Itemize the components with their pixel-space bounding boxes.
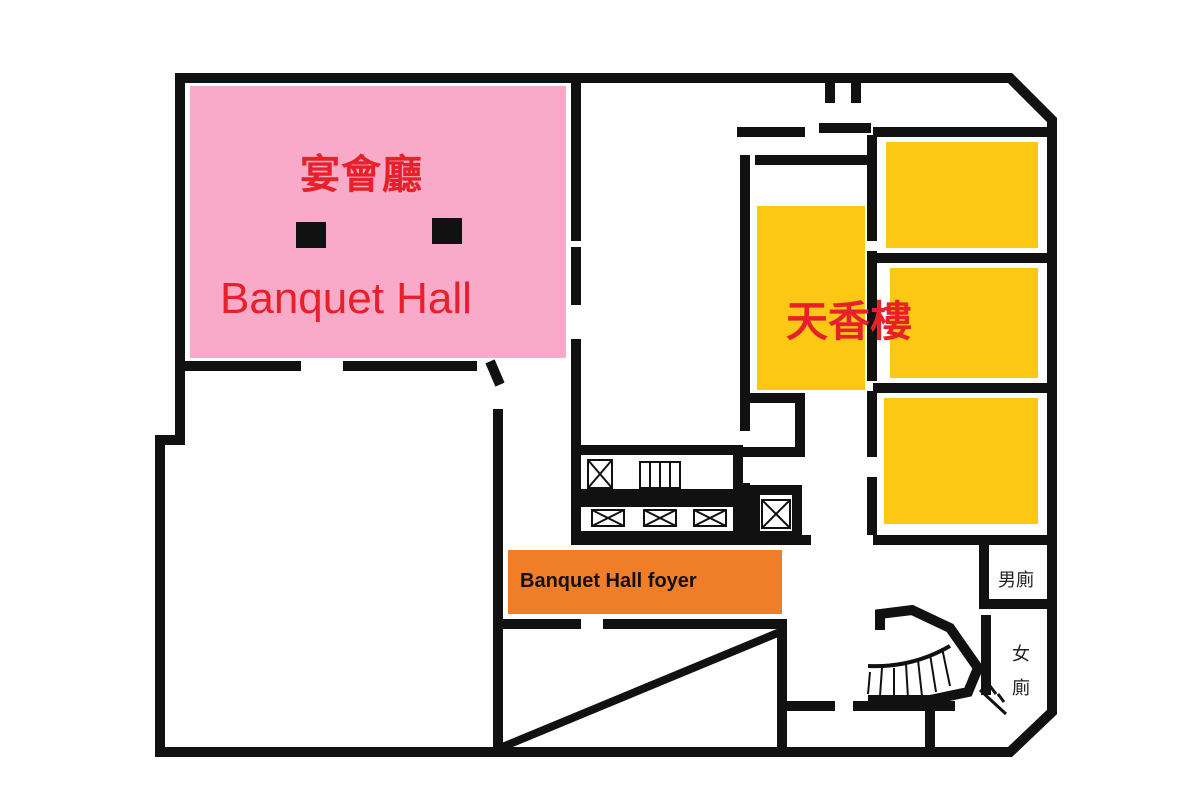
tianxiang-room-2[interactable] (890, 268, 1038, 378)
tianxiang-lou-label: 天香樓 (786, 297, 913, 346)
small-stair (978, 685, 1008, 716)
banquet-hall-area[interactable] (190, 86, 566, 358)
core-stair (639, 461, 681, 489)
banquet-hall-foyer-label: Banquet Hall foyer (520, 570, 697, 592)
womens-toilet-label-2: 廁 (1012, 678, 1030, 699)
pillar (296, 222, 326, 248)
pillar (432, 218, 462, 244)
elevators (587, 459, 791, 529)
banquet-hall-label-en: Banquet Hall (220, 274, 472, 323)
walls (155, 73, 1057, 757)
mens-toilet-label: 男廁 (998, 570, 1034, 591)
tianxiang-main-area[interactable] (757, 206, 865, 390)
tianxiang-room-1[interactable] (886, 142, 1038, 248)
banquet-hall-label-cn: 宴會廳 (300, 152, 423, 198)
tianxiang-room-3[interactable] (884, 398, 1038, 524)
spiral-staircase (867, 604, 984, 705)
womens-toilet-label-1: 女 (1012, 644, 1030, 665)
foyer-area[interactable] (508, 550, 782, 614)
